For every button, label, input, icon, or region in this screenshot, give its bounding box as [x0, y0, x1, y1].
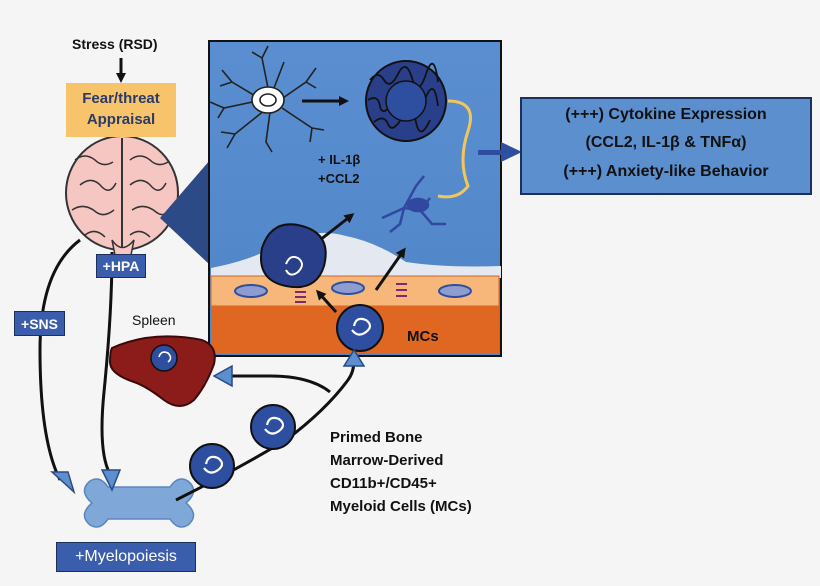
cytokine-connector [437, 99, 472, 199]
brain-icon [65, 135, 179, 261]
tight-junctions [295, 283, 407, 303]
sns-arrowhead [50, 471, 76, 495]
bone-icon [83, 478, 195, 528]
hpa-arrowhead [100, 469, 122, 492]
outcome-line-1: (+++) Cytokine Expression [565, 106, 767, 123]
activated-microglia-icon [365, 60, 447, 142]
spleen-arrowhead [212, 364, 233, 388]
outcome-box [520, 97, 812, 195]
myelopoiesis-label: +Myelopoiesis [56, 542, 196, 572]
sns-path [38, 238, 81, 481]
outcome-line-3: (+++) Anxiety-like Behavior [563, 163, 769, 180]
zoom-triangle [160, 160, 210, 265]
infiltrated-myeloid-cell-icon [381, 175, 446, 233]
circulating-myeloid-cells [189, 404, 296, 489]
output-arrow [478, 142, 522, 162]
hpa-path [100, 251, 114, 475]
spleen-path [228, 374, 331, 394]
panel-arrow-3 [315, 289, 338, 314]
sns-label: +SNS [14, 311, 65, 336]
endothelial-nuclei [234, 281, 472, 298]
myeloid-cell-lumen [336, 304, 384, 352]
appraisal-box [66, 83, 176, 137]
ccl2-label: +CCL2 [318, 171, 360, 186]
transmigrating-cell-icon [260, 223, 327, 288]
circulation-arrowhead [342, 348, 366, 367]
outcome-line-2: (CCL2, IL-1β & TNFα) [585, 134, 747, 151]
stress-label: Stress (RSD) [72, 36, 158, 52]
hpa-label: +HPA [96, 254, 146, 278]
spleen-icon [108, 335, 216, 407]
primed-cells-label: Primed Bone Marrow-Derived CD11b+/CD45+ … [330, 429, 472, 515]
appraisal-label: Fear/threat Appraisal [82, 90, 160, 128]
spleen-label: Spleen [132, 312, 176, 328]
mcs-label: MCs [407, 328, 439, 345]
panel-arrow-2 [374, 247, 406, 291]
panel-arrow-1 [319, 213, 355, 242]
resting-microglia-icon [209, 45, 325, 153]
il1b-label: + IL-1β [318, 152, 361, 167]
